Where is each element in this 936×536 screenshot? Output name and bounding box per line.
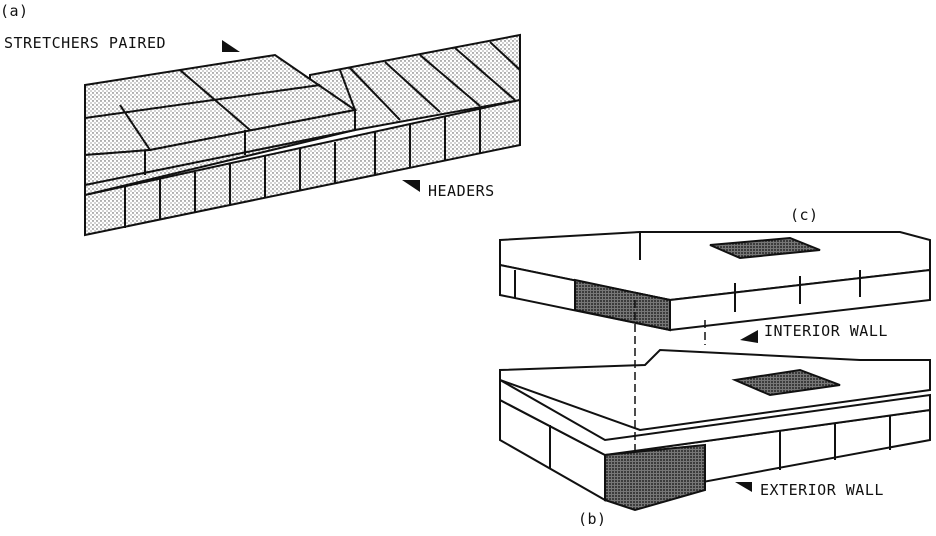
wall-a [84, 33, 521, 237]
arrow-exterior [735, 482, 752, 492]
arrow-interior [740, 330, 758, 343]
figure-label-a: (a) [0, 2, 29, 20]
corner-header-b [604, 443, 706, 512]
pointer-arrows [222, 40, 758, 492]
arrow-stretchers [222, 40, 240, 52]
figure-label-c: (c) [790, 206, 819, 224]
figure-label-b: (b) [578, 510, 607, 528]
corner-header-c [574, 278, 671, 332]
wall-b [499, 348, 931, 512]
wall-c [499, 231, 931, 332]
label-exterior-wall: EXTERIOR WALL [760, 481, 884, 499]
label-stretchers-paired: STRETCHERS PAIRED [4, 34, 167, 52]
stretchers-face [84, 108, 356, 187]
label-interior-wall: INTERIOR WALL [764, 322, 888, 340]
arrow-headers [402, 180, 420, 192]
wall-a-joints [84, 41, 521, 228]
label-headers: HEADERS [428, 182, 495, 200]
